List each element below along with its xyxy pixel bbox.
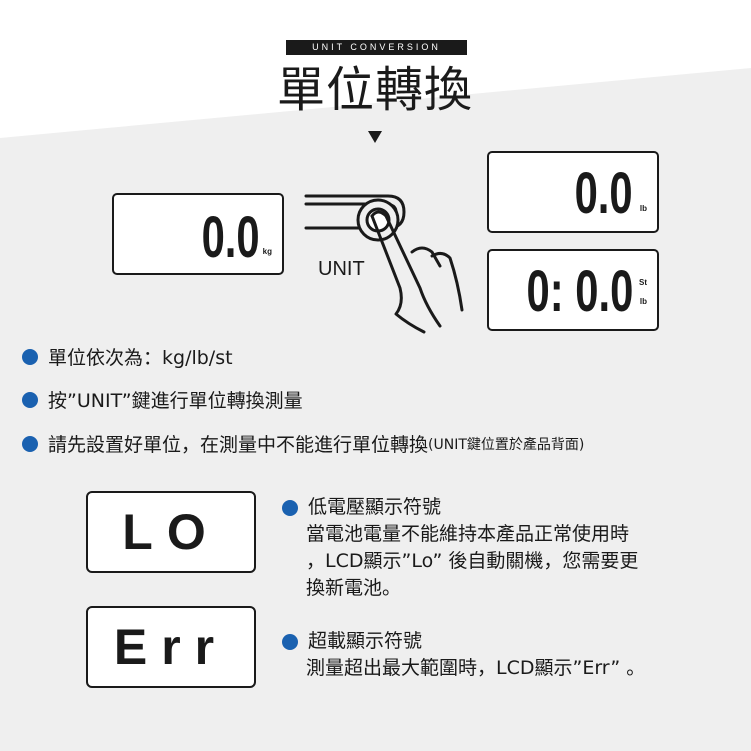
bullet-dot-icon bbox=[22, 348, 38, 365]
bullet-text: 單位依次為：kg/lb/st bbox=[48, 347, 233, 369]
err-display: Err bbox=[86, 606, 256, 688]
lo-description: 低電壓顯示符號 當電池電量不能維持本產品正常使用時 ，LCD顯示”Lo” 後自動… bbox=[282, 494, 638, 602]
lb-display: 0.0 lb bbox=[487, 151, 659, 233]
stlb-value: 0: 0.0 bbox=[526, 259, 633, 324]
st-unit: St bbox=[639, 278, 647, 287]
kg-display: 0.0 kg bbox=[112, 193, 284, 275]
bullet-note: (UNIT鍵位置於產品背面) bbox=[428, 436, 585, 453]
bullet-text: 按”UNIT”鍵進行單位轉換測量 bbox=[48, 390, 303, 412]
lo-line: 換新電池。 bbox=[306, 577, 402, 599]
err-line: 測量超出最大範圍時，LCD顯示”Err” 。 bbox=[306, 657, 646, 679]
lb-unit: lb bbox=[639, 204, 647, 213]
kg-value: 0.0 bbox=[201, 205, 260, 270]
bullet-text: 請先設置好單位，在測量中不能進行單位轉換 bbox=[48, 434, 429, 456]
section-tag: UNIT CONVERSION bbox=[286, 40, 467, 55]
unit-button-label: UNIT bbox=[318, 258, 365, 280]
finger-pressing-unit-button-icon bbox=[304, 194, 464, 334]
page-title: 單位轉換 bbox=[276, 62, 473, 118]
lo-line: ，LCD顯示”Lo” 後自動關機，您需要更 bbox=[306, 550, 639, 572]
stlb-lb-unit: lb bbox=[639, 297, 647, 306]
bullet-press-unit: 按”UNIT”鍵進行單位轉換測量 bbox=[22, 386, 303, 413]
kg-unit: kg bbox=[262, 247, 272, 256]
down-arrow-icon bbox=[368, 131, 382, 143]
bullet-dot-icon bbox=[282, 633, 298, 650]
lo-display: LO bbox=[86, 491, 256, 573]
lo-line: 當電池電量不能維持本產品正常使用時 bbox=[306, 523, 630, 545]
bullet-unit-order: 單位依次為：kg/lb/st bbox=[22, 343, 233, 370]
lo-heading: 低電壓顯示符號 bbox=[308, 496, 442, 518]
stlb-display: 0: 0.0 St lb bbox=[487, 249, 659, 331]
bullet-dot-icon bbox=[22, 391, 38, 408]
lb-value: 0.0 bbox=[574, 161, 633, 226]
err-heading: 超載顯示符號 bbox=[308, 630, 423, 652]
bullet-set-unit-first: 請先設置好單位，在測量中不能進行單位轉換 (UNIT鍵位置於產品背面) bbox=[22, 430, 584, 457]
err-description: 超載顯示符號 測量超出最大範圍時，LCD顯示”Err” 。 bbox=[282, 628, 645, 682]
bullet-dot-icon bbox=[22, 435, 38, 452]
bullet-dot-icon bbox=[282, 499, 298, 516]
